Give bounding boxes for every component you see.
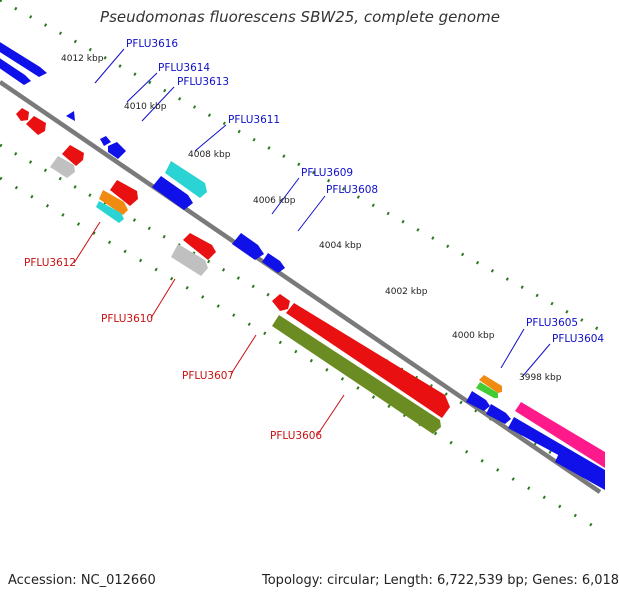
gene-label-pflu3607[interactable]: PFLU3607	[182, 370, 234, 382]
gene-pflu3611-cds-a[interactable]	[108, 142, 126, 159]
gene-cds-right-d[interactable]	[555, 451, 605, 490]
gene-pflu3607-cds-long[interactable]	[286, 303, 450, 418]
feature-teal-pflu3611[interactable]	[165, 161, 207, 198]
gene-labels-bottom: PFLU3612 PFLU3610 PFLU3607 PFLU3606	[24, 257, 322, 442]
gene-cds-right-a[interactable]	[466, 391, 490, 411]
feature-green-pflu3605[interactable]	[476, 382, 498, 398]
scale-label: 4008 kbp	[188, 150, 231, 160]
gene-pflu3607-cds[interactable]	[272, 294, 290, 311]
gene-pflu3610-cds[interactable]	[183, 233, 216, 260]
gene-pflu3612-cds[interactable]	[110, 180, 138, 206]
scale-label: 3998 kbp	[519, 373, 562, 383]
gene-label-pflu3604[interactable]: PFLU3604	[552, 333, 604, 345]
scale-label: 4006 kbp	[253, 196, 296, 206]
genome-map-canvas: 4012 kbp 4010 kbp 4008 kbp 4006 kbp 4004…	[0, 0, 605, 532]
gene-cds-right-b[interactable]	[486, 404, 511, 424]
accession-text: Accession: NC_012660	[8, 573, 156, 588]
gene-pflu3608-cds[interactable]	[262, 253, 285, 273]
gene-label-pflu3608[interactable]: PFLU3608	[326, 184, 378, 196]
map-title: Pseudomonas fluorescens SBW25, complete …	[100, 8, 500, 26]
gene-label-pflu3610[interactable]: PFLU3610	[101, 313, 153, 325]
feature-orange-pflu3605[interactable]	[479, 375, 502, 393]
feature-teal-pflu3612[interactable]	[96, 201, 124, 223]
gene-pflu3611-cds-b[interactable]	[152, 176, 193, 210]
gene-label-pflu3614[interactable]: PFLU3614	[158, 62, 210, 74]
gene-pflu3613-cds[interactable]	[100, 136, 111, 146]
reverse-strand-genes	[16, 108, 450, 418]
gene-pflu3614-cds[interactable]	[66, 111, 75, 121]
scale-label: 4004 kbp	[319, 241, 362, 251]
gene-label-pflu3611[interactable]: PFLU3611	[228, 114, 280, 126]
scale-label: 4002 kbp	[385, 287, 428, 297]
gene-label-pflu3616[interactable]: PFLU3616	[126, 38, 178, 50]
gene-cds-upper-left[interactable]	[0, 55, 31, 85]
feature-orange-pflu3612[interactable]	[99, 190, 128, 215]
tick-track-inner-lower	[0, 176, 601, 532]
forward-strand-genes	[0, 39, 605, 490]
genome-summary-text: Topology: circular; Length: 6,722,539 bp…	[262, 573, 619, 588]
label-leader-lines	[73, 48, 551, 435]
gene-cds-left-c[interactable]	[62, 145, 84, 166]
gene-label-pflu3612[interactable]: PFLU3612	[24, 257, 76, 269]
tick-track-outer	[0, 0, 601, 332]
gene-cds-left-b[interactable]	[26, 116, 46, 135]
gene-cds-left-a[interactable]	[16, 108, 29, 121]
scale-labels: 4012 kbp 4010 kbp 4008 kbp 4006 kbp 4004…	[61, 54, 562, 383]
scale-label: 4012 kbp	[61, 54, 104, 64]
scale-label: 4000 kbp	[452, 331, 495, 341]
feature-gray-left[interactable]	[50, 156, 75, 178]
gene-labels-top: PFLU3616 PFLU3614 PFLU3613 PFLU3611 PFLU…	[126, 38, 604, 345]
gene-label-pflu3605[interactable]: PFLU3605	[526, 317, 578, 329]
gene-pflu3609-cds[interactable]	[232, 233, 264, 260]
genome-backbone	[0, 80, 602, 494]
feature-pink-pflu3604[interactable]	[515, 402, 605, 468]
gene-label-pflu3609[interactable]: PFLU3609	[301, 167, 353, 179]
feature-gray-pflu3610[interactable]	[171, 244, 208, 276]
gene-label-pflu3606[interactable]: PFLU3606	[270, 430, 322, 442]
scale-label: 4010 kbp	[124, 102, 167, 112]
gene-label-pflu3613[interactable]: PFLU3613	[177, 76, 229, 88]
gene-pflu3616-cds[interactable]	[0, 39, 47, 77]
feature-olive-pflu3606[interactable]	[272, 315, 441, 434]
